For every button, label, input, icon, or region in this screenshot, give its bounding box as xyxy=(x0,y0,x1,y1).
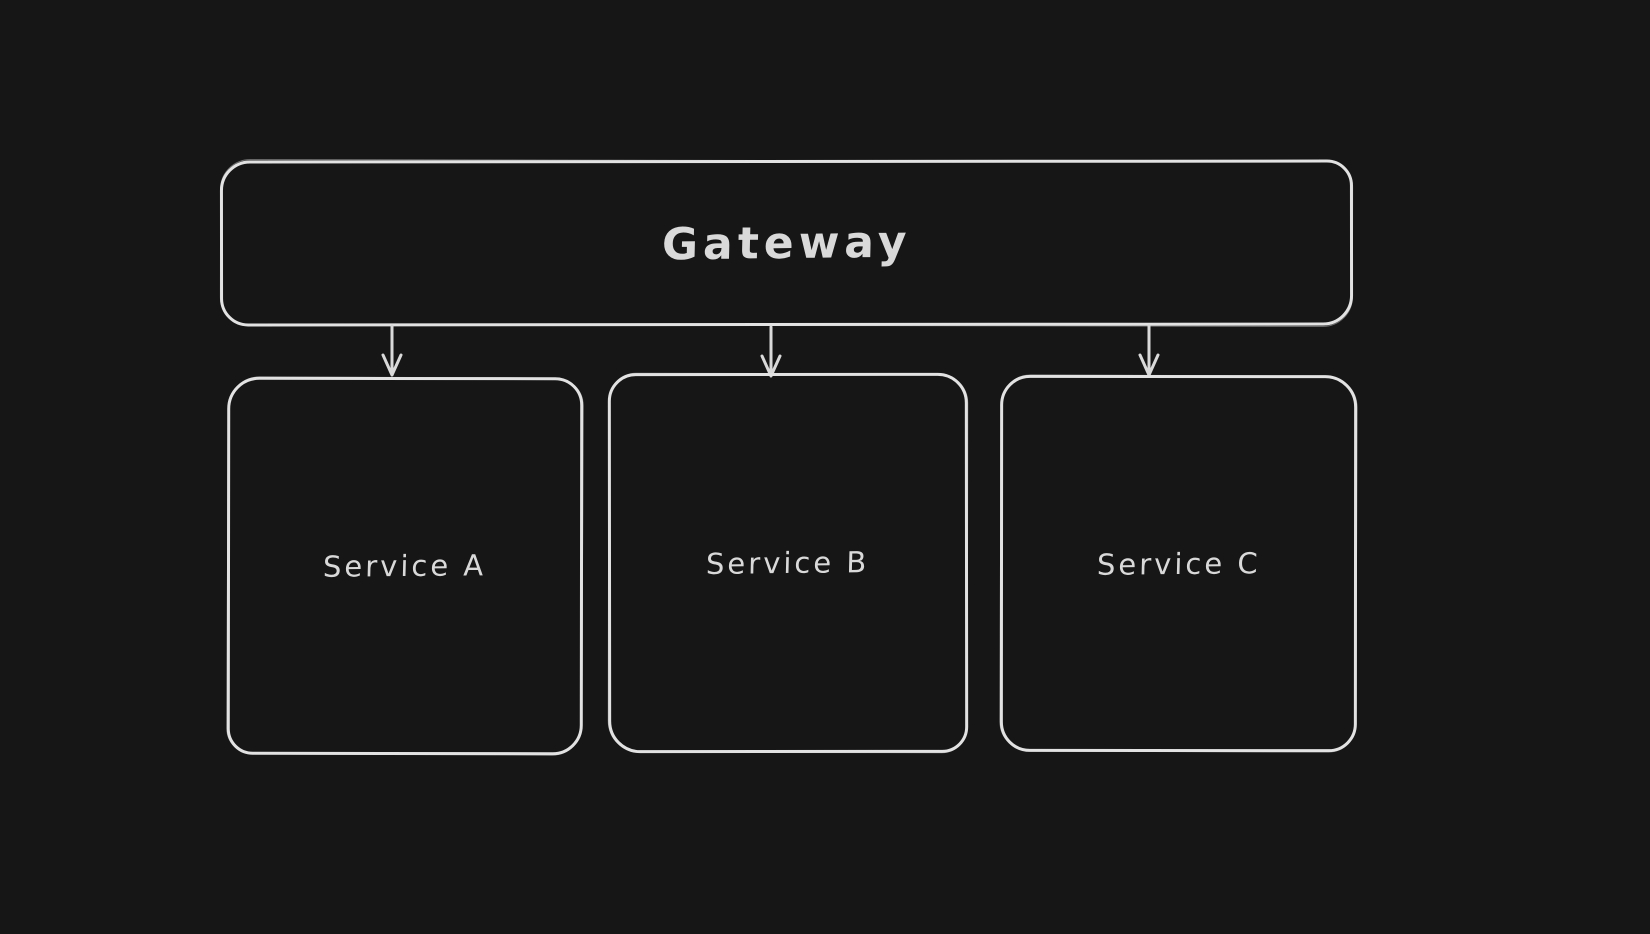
node-service-a: Service A xyxy=(226,376,584,756)
node-service-a-label: Service A xyxy=(322,548,488,584)
node-service-b-label: Service B xyxy=(705,545,871,581)
node-service-b: Service B xyxy=(607,372,969,754)
node-service-c-label: Service C xyxy=(1096,545,1261,582)
node-service-c: Service C xyxy=(999,374,1358,753)
node-gateway-label: Gateway xyxy=(661,216,912,270)
node-gateway: Gateway xyxy=(219,159,1354,327)
arrow-gateway-to-service-a xyxy=(381,324,403,377)
arrow-gateway-to-service-c xyxy=(1138,324,1160,377)
